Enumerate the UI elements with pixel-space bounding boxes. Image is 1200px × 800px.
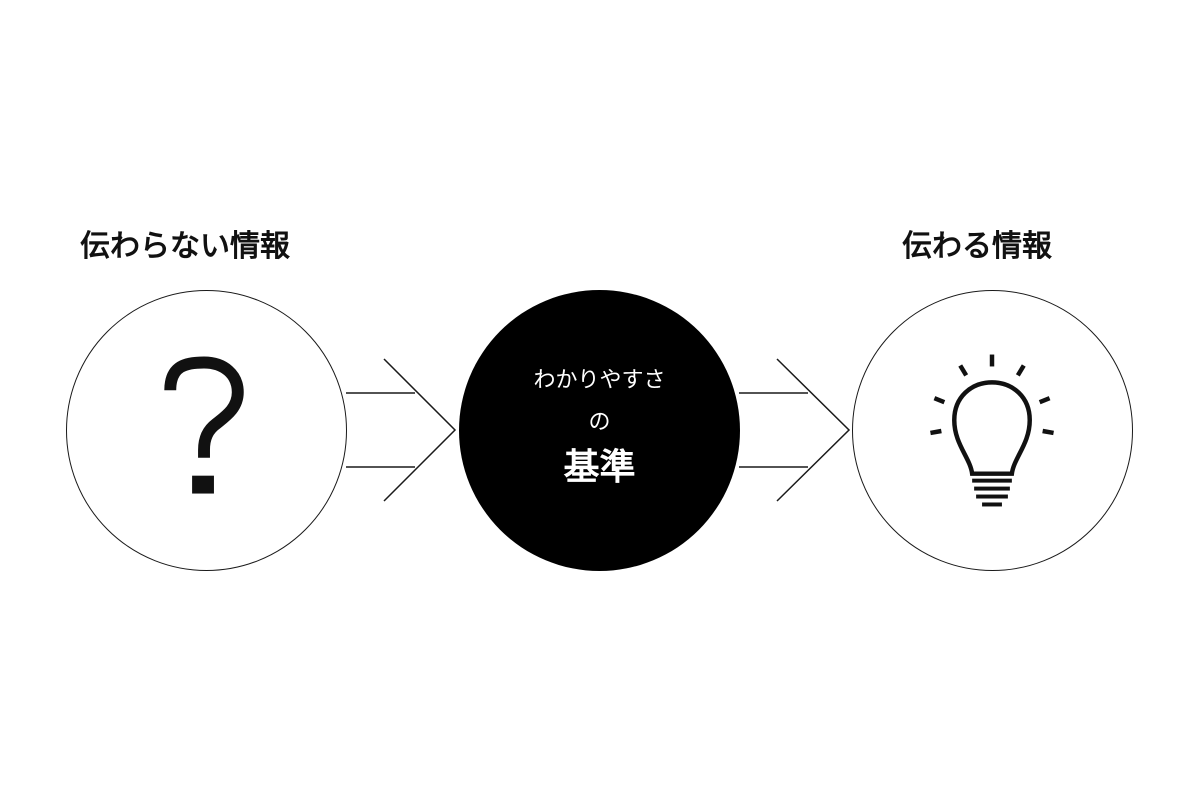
- center-line-3: 基準: [563, 447, 636, 488]
- standard-circle: わかりやすさ の 基準: [459, 290, 740, 571]
- lightbulb-icon: [930, 354, 1054, 507]
- left-arrow: [346, 358, 457, 502]
- left-label: 伝わらない情報: [80, 229, 290, 264]
- center-line-2: の: [588, 410, 611, 435]
- standard-text: わかりやすさ の 基準: [459, 290, 740, 571]
- uncommunicated-circle: [66, 290, 347, 571]
- communicated-circle: [852, 290, 1133, 571]
- right-label: 伝わる情報: [902, 229, 1052, 264]
- question-mark-icon: [164, 356, 244, 494]
- right-arrow: [739, 358, 851, 502]
- center-line-1: わかりやすさ: [533, 368, 666, 393]
